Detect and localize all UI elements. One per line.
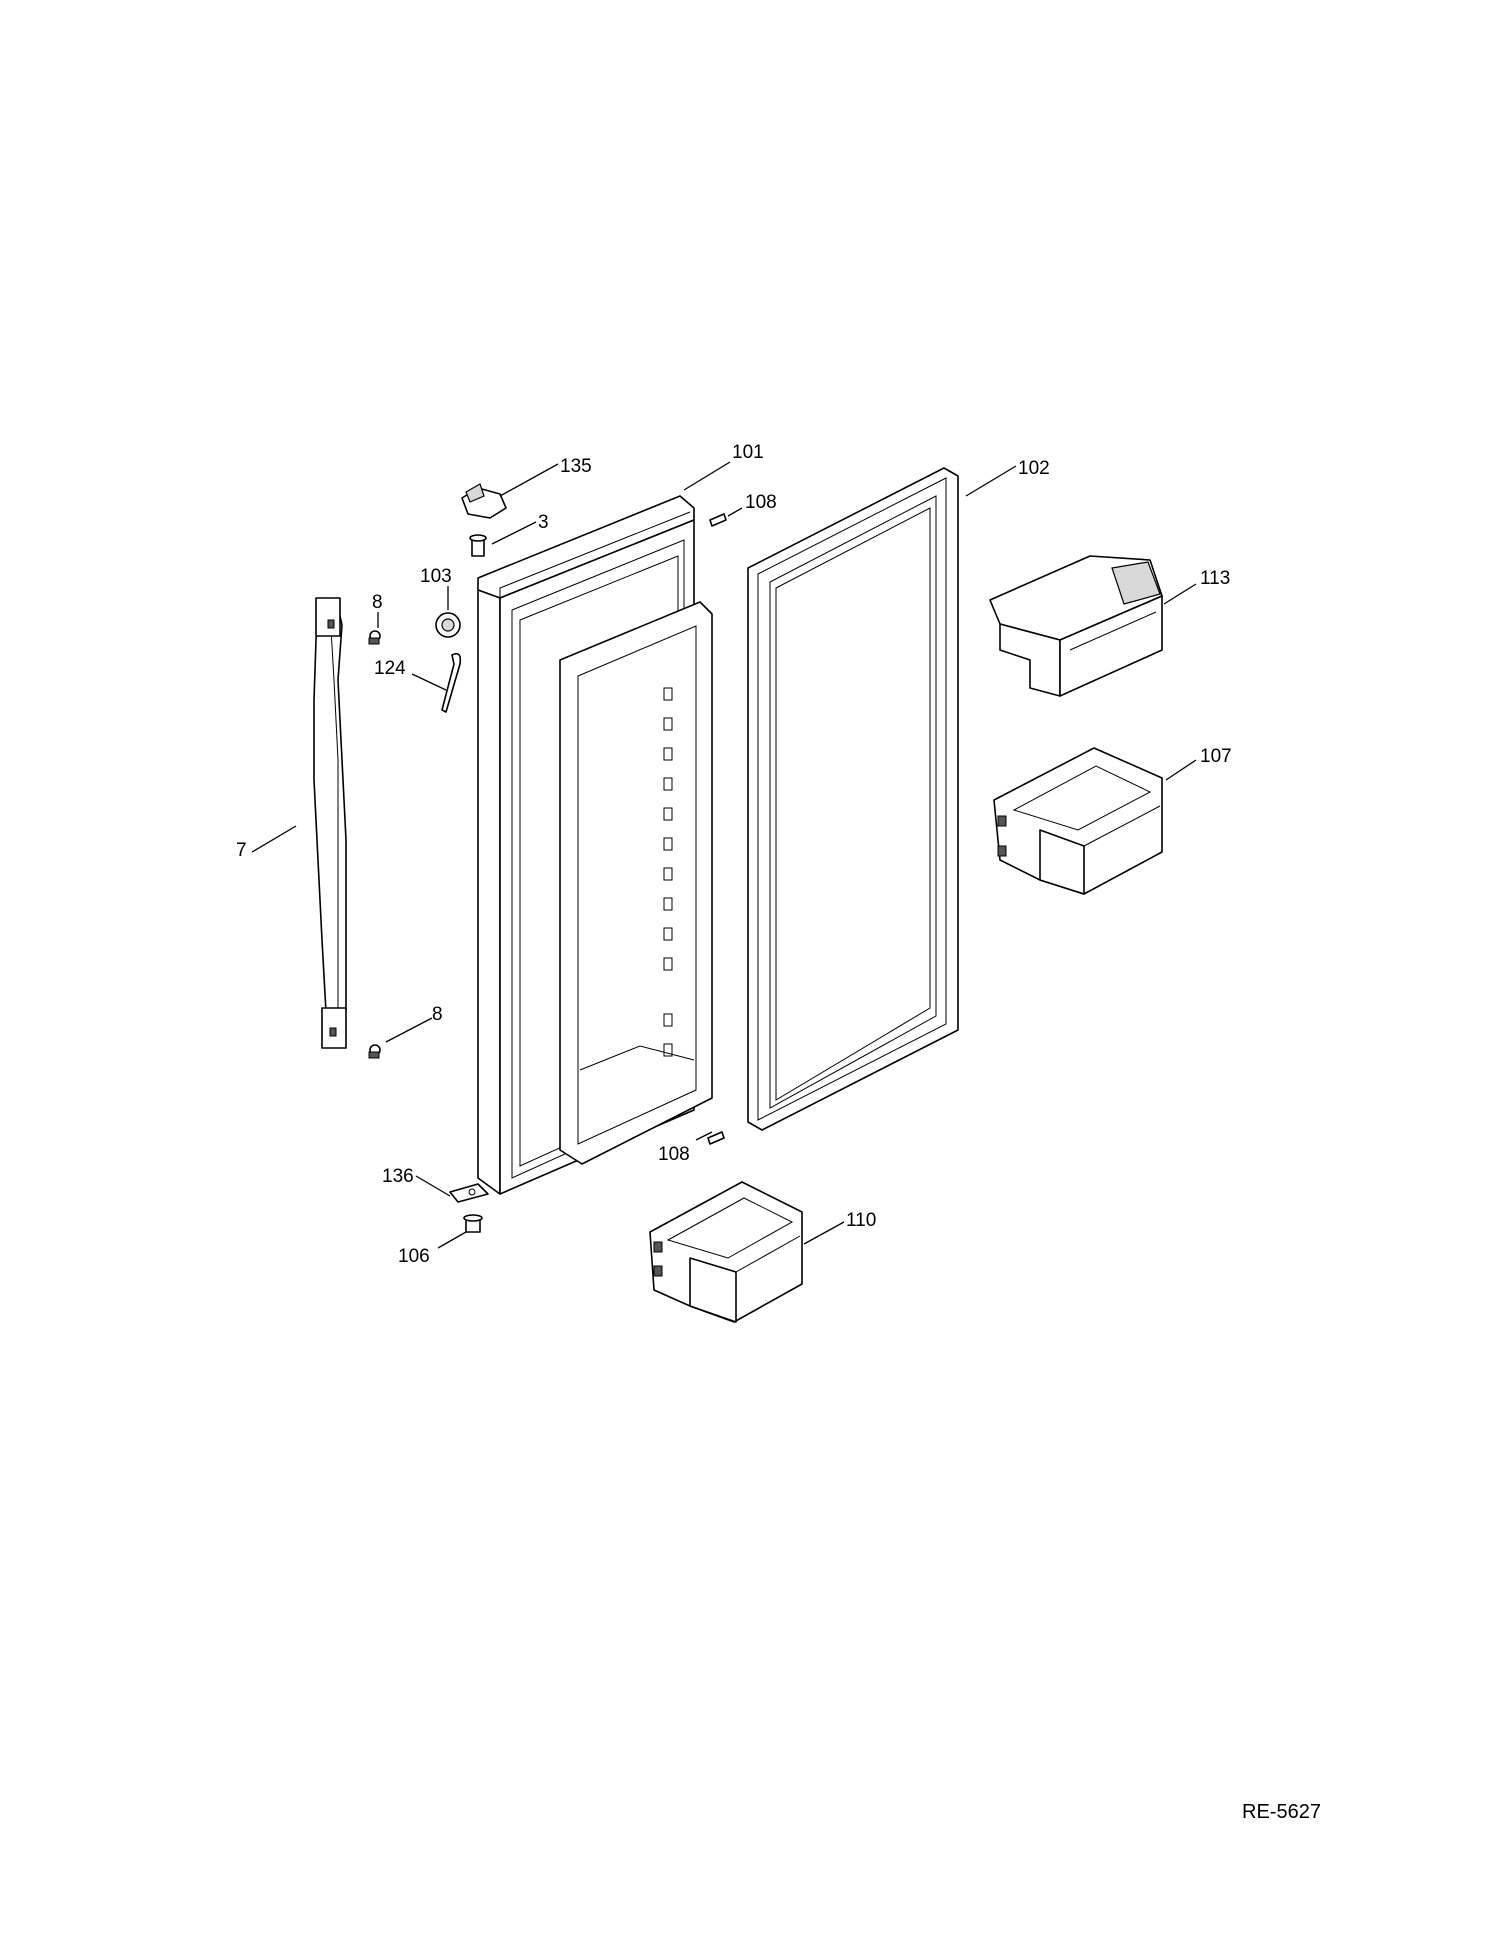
- clip-upper: [709, 513, 727, 527]
- callout-102: 102: [1018, 458, 1050, 479]
- callout-8-lower: 8: [432, 1004, 443, 1025]
- refrigerator-door: [477, 495, 713, 1195]
- callout-108-upper: 108: [745, 492, 777, 513]
- callout-8-upper: 8: [372, 592, 383, 613]
- screw-lower: [368, 1044, 381, 1059]
- callout-135: 135: [560, 456, 592, 477]
- clip-lower: [707, 1131, 725, 1145]
- callout-107: 107: [1200, 746, 1232, 767]
- door-gasket: [747, 467, 959, 1131]
- lower-bushing: [463, 1214, 483, 1233]
- callout-103: 103: [420, 566, 452, 587]
- door-cam: [435, 612, 461, 638]
- callout-101: 101: [732, 442, 764, 463]
- bushing: [469, 534, 487, 557]
- callout-7: 7: [236, 840, 247, 861]
- door-bin-medium: [993, 747, 1163, 895]
- leader-lines: [251, 461, 1197, 1249]
- callout-108-lower: 108: [658, 1144, 690, 1165]
- callout-136: 136: [382, 1166, 414, 1187]
- callout-110: 110: [846, 1210, 876, 1231]
- door-handle: [313, 597, 347, 1049]
- screw-upper: [368, 630, 381, 645]
- callout-106: 106: [398, 1246, 430, 1267]
- callout-3: 3: [538, 512, 549, 533]
- door-spring: [441, 652, 462, 713]
- document-number: RE-5627: [1242, 1801, 1321, 1823]
- callout-124: 124: [374, 658, 406, 679]
- door-bin-with-cover: [989, 555, 1163, 697]
- lower-hinge-bracket: [449, 1183, 489, 1203]
- door-bin-lower: [649, 1181, 803, 1323]
- hinge-cover: [461, 483, 507, 519]
- callout-113: 113: [1200, 568, 1230, 589]
- shelf-slots: [663, 687, 673, 1057]
